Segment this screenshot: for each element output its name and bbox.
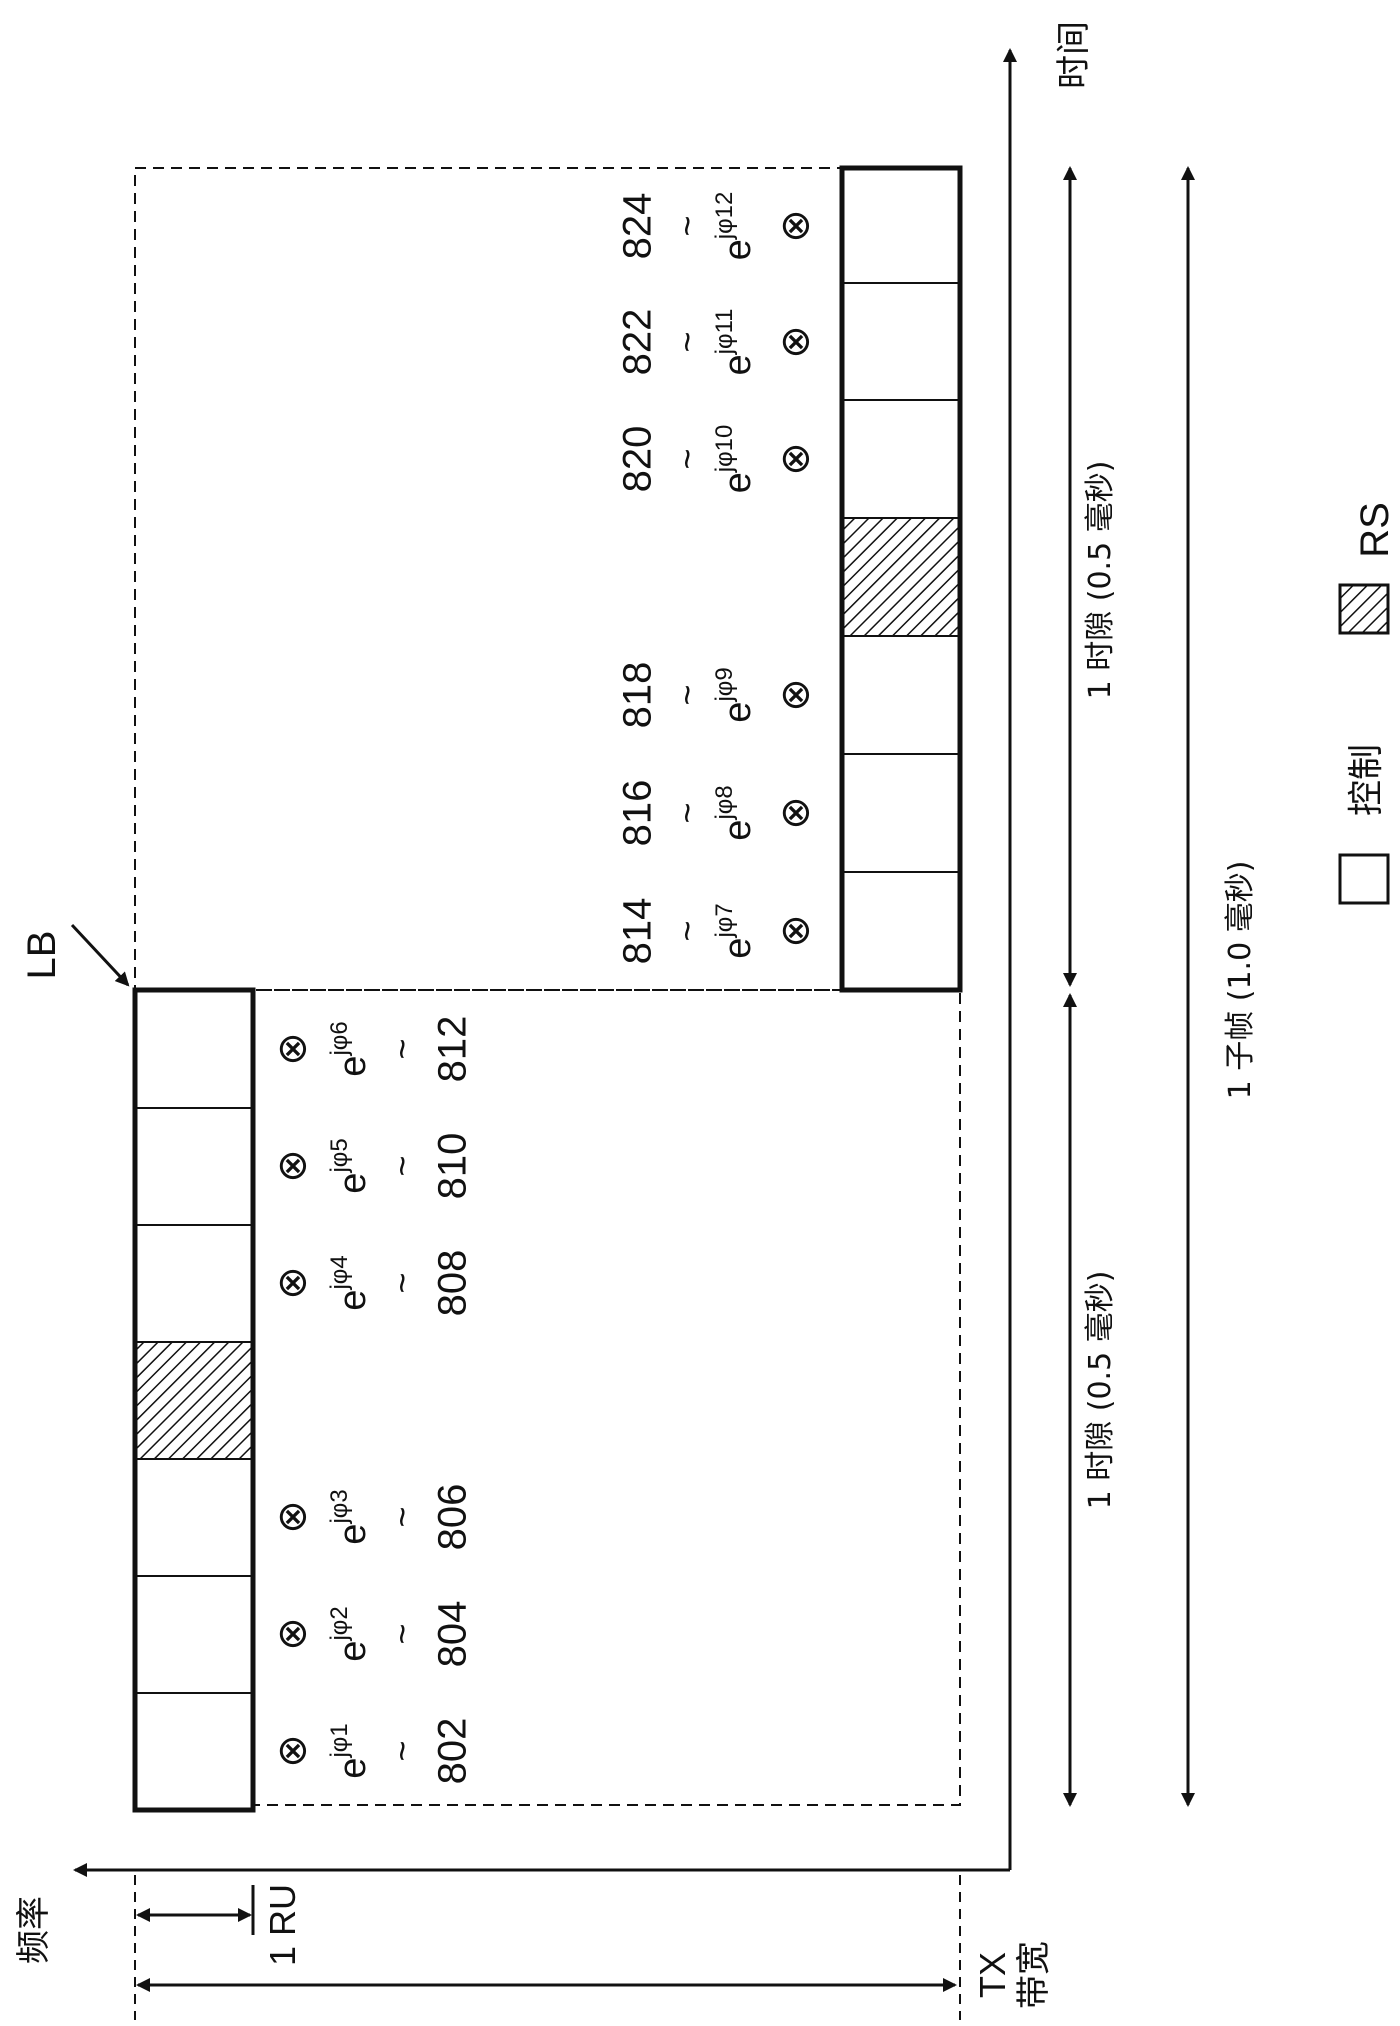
multiply-symbol: ⊗ (271, 1734, 315, 1768)
slot-1-block-6 (135, 990, 253, 1108)
slot-1-rs-block (135, 1342, 253, 1459)
multiply-symbol: ⊗ (774, 678, 818, 712)
slot-2-block-1 (842, 872, 960, 990)
legend-rs-swatch (1340, 585, 1388, 633)
tilde-connector: ~ (667, 448, 708, 469)
slot-1-phase-3: ⊗ ejφ3 ~806 (271, 1484, 475, 1551)
multiply-symbol: ⊗ (271, 1500, 315, 1534)
tilde-connector: ~ (382, 1272, 423, 1293)
tilde-connector: ~ (382, 1740, 423, 1761)
reference-numeral: 816 (616, 780, 660, 847)
legend-control-swatch (1340, 855, 1388, 903)
phase-factor: ejφ3 (326, 1489, 374, 1544)
phase-factor: ejφ2 (326, 1606, 374, 1661)
slot-1-block-5 (135, 1108, 253, 1225)
reference-numeral: 808 (431, 1250, 475, 1317)
multiply-symbol: ⊗ (271, 1266, 315, 1300)
phase-factor: ejφ6 (326, 1021, 374, 1076)
reference-numeral: 822 (616, 309, 660, 376)
tilde-connector: ~ (382, 1038, 423, 1059)
phase-factor: ejφ9 (711, 667, 759, 722)
phase-factor: ejφ4 (326, 1255, 374, 1310)
slot-2-phase-4: ⊗ ejφ10~820 (616, 425, 818, 494)
multiply-symbol: ⊗ (774, 796, 818, 830)
lb-label: LB (20, 931, 64, 980)
subframe-duration-label: 1 子帧 (1.0 毫秒) (1223, 861, 1258, 1100)
phase-multipliers: ⊗ ejφ1 ~802 ⊗ ejφ2 ~804 ⊗ ejφ3 ~806 ⊗ ejφ4 ~808 ⊗ ejφ… (271, 192, 818, 1785)
tilde-connector: ~ (667, 331, 708, 352)
slot-2-phase-6: ⊗ ejφ12~824 (616, 192, 818, 261)
slot-1-block-column (135, 990, 253, 1810)
slot-2-rs-block (842, 518, 960, 636)
reference-numeral: 812 (431, 1016, 475, 1083)
legend-control-label: 控制 (1346, 744, 1387, 816)
slot-2-phase-1: ⊗ ejφ7~814 (616, 898, 818, 965)
phase-factor: ejφ8 (711, 785, 759, 840)
reference-numeral: 814 (616, 898, 660, 965)
lb-pointer-arrow (72, 925, 128, 985)
slot-1-block-2 (135, 1576, 253, 1693)
slot-2-duration-label: 1 时隙 (0.5 毫秒) (1083, 461, 1118, 700)
tilde-connector: ~ (667, 684, 708, 705)
slot-2-block-3 (842, 636, 960, 754)
slot-2-block-2 (842, 754, 960, 872)
reference-numeral: 806 (431, 1484, 475, 1551)
phase-factor: ejφ11 (711, 309, 759, 376)
phase-factor: ejφ12 (711, 192, 759, 261)
multiply-symbol: ⊗ (271, 1617, 315, 1651)
reference-numeral: 824 (616, 193, 660, 260)
slot-1-phase-1: ⊗ ejφ1 ~802 (271, 1718, 475, 1785)
slot-1-phase-2: ⊗ ejφ2 ~804 (271, 1601, 475, 1668)
tilde-connector: ~ (667, 920, 708, 941)
reference-numeral: 804 (431, 1601, 475, 1668)
multiply-symbol: ⊗ (774, 442, 818, 476)
slot-1-phase-6: ⊗ ejφ6 ~812 (271, 1016, 475, 1083)
slot-1-block-4 (135, 1225, 253, 1342)
multiply-symbol: ⊗ (774, 325, 818, 359)
slot-2-block-column (842, 168, 960, 990)
multiply-symbol: ⊗ (774, 209, 818, 243)
phase-factor: ejφ1 (326, 1723, 374, 1778)
multiply-symbol: ⊗ (271, 1032, 315, 1066)
slot-2-block-4 (842, 400, 960, 518)
tilde-connector: ~ (382, 1623, 423, 1644)
slot-2-block-5 (842, 283, 960, 400)
slot-2-block-6 (842, 168, 960, 283)
tilde-connector: ~ (382, 1155, 423, 1176)
phase-factor: ejφ10 (711, 425, 759, 494)
tilde-connector: ~ (667, 215, 708, 236)
tx-bandwidth-label-2: 带宽 (1014, 1941, 1054, 2009)
slot-2-phase-2: ⊗ ejφ8~816 (616, 780, 818, 847)
slot-1-phase-5: ⊗ ejφ5 ~810 (271, 1133, 475, 1200)
tx-bandwidth-label-1: TX (972, 1952, 1013, 1998)
slot-2-region (135, 168, 960, 990)
tilde-connector: ~ (382, 1506, 423, 1527)
reference-numeral: 818 (616, 662, 660, 729)
reference-numeral: 810 (431, 1133, 475, 1200)
multiply-symbol: ⊗ (271, 1149, 315, 1183)
tilde-connector: ~ (667, 802, 708, 823)
slot-1-block-1 (135, 1693, 253, 1810)
slot-1-region (135, 990, 960, 1805)
legend-rs-label: RS (1353, 502, 1397, 558)
slot-1-duration-label: 1 时隙 (0.5 毫秒) (1083, 1271, 1118, 1510)
phase-factor: ejφ5 (326, 1138, 374, 1193)
slot-1-block-3 (135, 1459, 253, 1576)
slot-2-phase-5: ⊗ ejφ11~822 (616, 309, 818, 376)
frequency-axis-label: 频率 (14, 1896, 54, 1964)
ru-label: 1 RU (262, 1884, 303, 1966)
phase-factor: ejφ7 (711, 903, 759, 958)
reference-numeral: 820 (616, 426, 660, 493)
time-axis-label: 时间 (1054, 21, 1094, 89)
multiply-symbol: ⊗ (774, 914, 818, 948)
reference-numeral: 802 (431, 1718, 475, 1785)
slot-2-phase-3: ⊗ ejφ9~818 (616, 662, 818, 729)
slot-1-phase-4: ⊗ ejφ4 ~808 (271, 1250, 475, 1317)
